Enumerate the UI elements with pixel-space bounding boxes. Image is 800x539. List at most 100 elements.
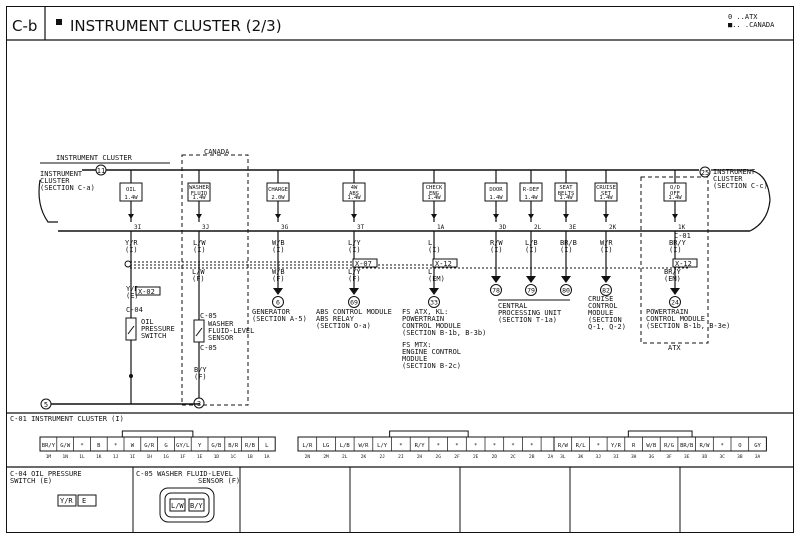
svg-text:O: O — [738, 443, 741, 449]
abs-label: ABS CONTROL MODULE ABS RELAY (SECTION O-… — [316, 308, 392, 330]
svg-text:2A: 2A — [548, 454, 554, 460]
svg-text:CENTRAL: CENTRAL — [498, 302, 528, 310]
svg-text:Y/R: Y/R — [125, 239, 138, 247]
svg-text:1L: 1L — [79, 454, 85, 460]
page-code: C-b — [12, 17, 37, 35]
svg-text:Y/R: Y/R — [126, 285, 139, 293]
svg-text:1.4W: 1.4W — [489, 195, 503, 201]
svg-text:3C: 3C — [719, 454, 725, 460]
svg-text:BR/Y: BR/Y — [664, 268, 682, 276]
ref-circle-label: 80 — [562, 287, 570, 295]
svg-text:3E: 3E — [684, 454, 690, 460]
oil-conn-pin-1 — [57, 494, 77, 507]
svg-text:(I): (I) — [272, 246, 285, 254]
ref-circle-label: 24 — [671, 299, 679, 307]
svg-text:2K: 2K — [361, 454, 367, 460]
svg-text:LG: LG — [323, 443, 330, 449]
svg-text:L/B: L/B — [525, 239, 538, 247]
svg-text:1E: 1E — [197, 454, 203, 460]
svg-text:3E: 3E — [569, 224, 577, 231]
svg-text:L/Y: L/Y — [348, 268, 361, 276]
svg-text:2.0W: 2.0W — [271, 195, 285, 201]
drop-rdef: L/B(I) — [525, 231, 538, 296]
svg-text:*: * — [720, 443, 723, 449]
svg-text:2L: 2L — [534, 224, 542, 231]
connector-ref: C-01 — [674, 232, 691, 240]
svg-text:X-12: X-12 — [675, 260, 692, 268]
svg-text:4W: 4W — [351, 185, 358, 191]
svg-text:W/B: W/B — [272, 239, 285, 247]
svg-text:2B: 2B — [529, 454, 535, 460]
svg-text:B: B — [97, 443, 101, 449]
svg-text:11: 11 — [97, 167, 105, 175]
svg-text:ENG: ENG — [429, 191, 439, 197]
svg-text:1.4W: 1.4W — [124, 195, 138, 201]
svg-text:(SECTION B-1b, B-3b): (SECTION B-1b, B-3b) — [402, 329, 486, 337]
svg-text:G/B: G/B — [211, 443, 222, 449]
diagram-frame — [6, 6, 794, 533]
od-label: POWERTRAIN CONTROL MODULE (SECTION B-1b,… — [646, 308, 730, 330]
svg-text:L/R: L/R — [302, 443, 313, 449]
ref-circle-label: 6 — [276, 299, 280, 307]
svg-text:3D: 3D — [702, 454, 708, 460]
canada-label: CANADA — [204, 148, 230, 156]
svg-text:2N: 2N — [305, 454, 311, 460]
svg-text:1.4W: 1.4W — [599, 195, 613, 201]
svg-text:(SECTION A-5): (SECTION A-5) — [252, 315, 307, 323]
svg-text:SWITCH: SWITCH — [141, 332, 166, 340]
svg-text:BELTS: BELTS — [558, 191, 575, 197]
svg-text:(I): (I) — [490, 246, 503, 254]
svg-text:WASHER: WASHER — [189, 185, 210, 191]
svg-text:B/Y: B/Y — [194, 366, 207, 374]
svg-text:2C: 2C — [510, 454, 516, 460]
svg-text:CHECK: CHECK — [426, 185, 443, 191]
svg-text:R-DEF: R-DEF — [523, 187, 540, 193]
oil-pressure-switch-icon — [125, 317, 137, 341]
svg-text:(I): (I) — [600, 246, 613, 254]
left-ref-line3: (SECTION C-a) — [40, 184, 95, 192]
drop-washer: L/W (I) — [193, 231, 206, 320]
svg-text:1.4W: 1.4W — [347, 195, 361, 201]
svg-text:C-05: C-05 — [200, 344, 217, 352]
svg-text:R/W: R/W — [490, 239, 503, 247]
svg-text:R/L: R/L — [576, 443, 587, 449]
svg-text:L/W: L/W — [192, 268, 205, 276]
drop-charge: W/B(I) — [272, 231, 285, 308]
svg-text:POWERTRAIN: POWERTRAIN — [402, 315, 444, 323]
svg-text:3L: 3L — [560, 454, 566, 460]
svg-text:R: R — [632, 443, 636, 449]
svg-text:CRUISE: CRUISE — [588, 295, 613, 303]
svg-text:X-07: X-07 — [355, 260, 372, 268]
svg-text:(SECTION B-1b, B-3e): (SECTION B-1b, B-3e) — [646, 322, 730, 330]
svg-text:(I): (I) — [193, 246, 206, 254]
drop-cruise: W/R(I) — [600, 231, 613, 296]
svg-text:WASHER: WASHER — [208, 320, 234, 328]
svg-text:(F): (F) — [194, 373, 207, 381]
svg-text:G/R: G/R — [144, 443, 155, 449]
svg-text:2F: 2F — [454, 454, 460, 460]
svg-text:(E): (E) — [126, 292, 139, 300]
svg-text:25: 25 — [701, 169, 709, 177]
bus-label: INSTRUMENT CLUSTER — [56, 154, 133, 162]
svg-text:GENERATOR: GENERATOR — [252, 308, 291, 316]
svg-text:R/Y: R/Y — [415, 443, 426, 449]
svg-text:3H: 3H — [631, 454, 637, 460]
svg-text:2K: 2K — [609, 224, 617, 231]
svg-text:(I): (I) — [428, 246, 441, 254]
svg-text:*: * — [399, 443, 402, 449]
splice-x02 — [135, 286, 161, 296]
svg-text:3K: 3K — [578, 454, 584, 460]
svg-text:(F): (F) — [192, 275, 205, 283]
svg-text:*: * — [530, 443, 533, 449]
svg-text:Q-1, Q-2): Q-1, Q-2) — [588, 323, 626, 331]
svg-text:BR/B: BR/B — [560, 239, 577, 247]
svg-text:3D: 3D — [499, 224, 507, 231]
svg-text:(I): (I) — [348, 246, 361, 254]
svg-text:W: W — [131, 443, 135, 449]
drop-door: R/W(I) — [490, 231, 503, 296]
svg-text:1.4W: 1.4W — [559, 195, 573, 201]
